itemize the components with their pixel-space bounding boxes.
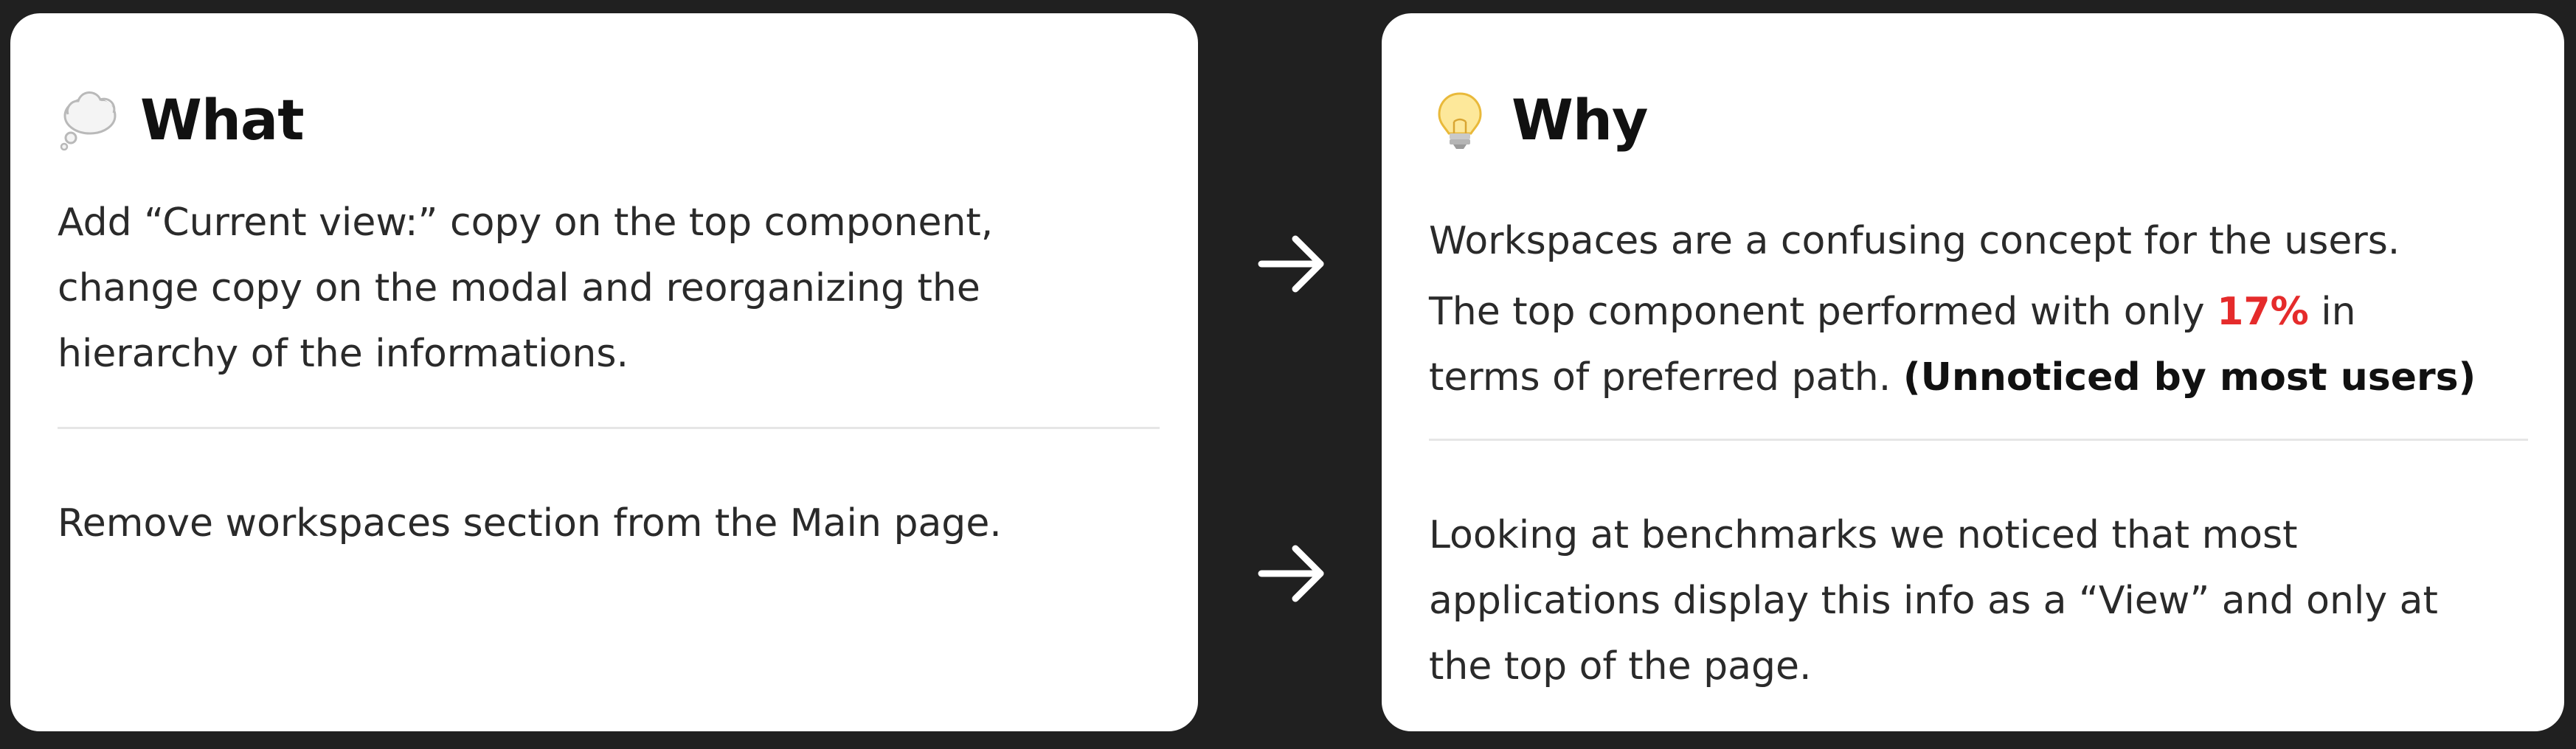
why-paragraph-1: The top component performed with only 17… — [1429, 279, 2476, 411]
why-header: Why — [1429, 80, 1648, 161]
why-paragraph-1-line-2-suffix: in — [2308, 290, 2356, 334]
what-paragraph-1-line-2: change copy on the modal and reorganizin… — [58, 266, 980, 310]
why-paragraph-1-intro: Workspaces are a confusing concept for t… — [1429, 203, 2400, 279]
why-card: Why Workspaces are a confusing concept f… — [1382, 13, 2564, 731]
arrow-right-icon — [1254, 535, 1331, 612]
light-bulb-icon — [1429, 89, 1491, 151]
what-paragraph-1-line-3: hierarchy of the informations. — [58, 332, 629, 376]
what-paragraph-2: Remove workspaces section from the Main … — [58, 491, 1002, 557]
what-paragraph-1-line-1: Add “Current view:” copy on the top comp… — [58, 201, 994, 245]
why-paragraph-1-emphasis: (Unnoticed by most users) — [1902, 355, 2476, 400]
why-paragraph-2: Looking at benchmarks we noticed that mo… — [1429, 503, 2438, 700]
what-divider — [58, 427, 1160, 429]
what-paragraph-1: Add “Current view:” copy on the top comp… — [58, 190, 993, 387]
what-card: What Add “Current view:” copy on the top… — [10, 13, 1198, 731]
what-title: What — [140, 87, 305, 153]
arrow-right-icon — [1254, 226, 1331, 302]
what-paragraph-2-line-1: Remove workspaces section from the Main … — [58, 501, 1002, 546]
why-paragraph-1-line-3-prefix: terms of preferred path. — [1429, 355, 1903, 400]
why-title: Why — [1512, 87, 1648, 153]
why-paragraph-2-line-1: Looking at benchmarks we noticed that mo… — [1429, 513, 2298, 557]
thought-bubble-icon — [58, 89, 120, 151]
why-paragraph-2-line-2: applications display this info as a “Vie… — [1429, 579, 2438, 623]
why-paragraph-1-line-2-prefix: The top component performed with only — [1429, 290, 2217, 334]
stat-highlight: 17% — [2217, 290, 2309, 334]
what-header: What — [58, 80, 305, 161]
why-paragraph-2-line-3: the top of the page. — [1429, 644, 1812, 689]
why-divider — [1429, 439, 2528, 441]
why-paragraph-1-line-1: Workspaces are a confusing concept for t… — [1429, 219, 2400, 263]
